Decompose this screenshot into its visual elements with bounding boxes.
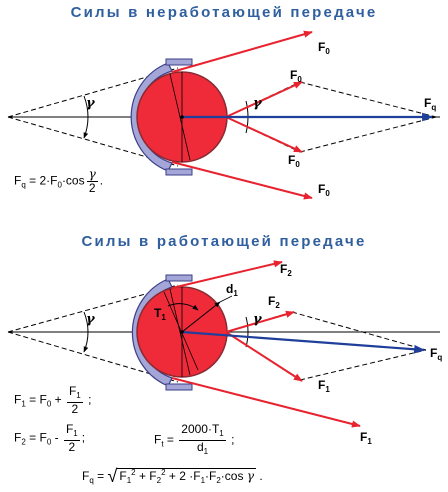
title-top: Силы в неработающей передаче (70, 4, 378, 21)
label-f0-lower: F0 (318, 182, 330, 198)
label-f0-mid-up: F0 (290, 68, 302, 84)
bottom-belt-clip-upper (165, 274, 193, 282)
label-f0-upper: F0 (318, 40, 330, 56)
top-force-arrow-mid-up (225, 81, 303, 118)
label-f2-mid: F2 (268, 294, 280, 310)
label-gamma-bottom-right: γ (253, 312, 262, 327)
torque-arc (167, 303, 199, 311)
diameter-line (181, 301, 221, 333)
label-f0-mid-down: F0 (288, 153, 300, 169)
top-diagram (7, 30, 440, 200)
label-f2-upper: F2 (280, 262, 292, 278)
bottom-diagram (7, 260, 440, 428)
title-bottom: Силы в работающей передаче (81, 233, 367, 250)
top-gamma-arc-left (83, 95, 89, 139)
bottom-force-arrow-f1-lower (171, 377, 361, 428)
bottom-force-arrow-f2-upper (171, 260, 283, 289)
top-force-arrow-lower (171, 161, 313, 200)
bottom-force-arrow-f1-mid (225, 331, 303, 382)
label-d1: d1 (226, 282, 238, 298)
top-force-arrow-mid-down (225, 116, 303, 153)
label-fq-bottom: Fq (430, 346, 443, 362)
label-gamma-top-left: γ (86, 96, 95, 111)
bottom-belt-clip-lower (165, 383, 193, 391)
label-f1-mid: F1 (318, 378, 330, 394)
top-belt-clip-upper (165, 58, 193, 66)
top-force-arrow-upper (171, 30, 313, 73)
label-gamma-bottom-left: γ (86, 312, 95, 327)
formula-fq-bottom: Fq = √F12 + F22 + 2 ·F1·F2·cos γ . (82, 466, 263, 486)
top-belt-clip-lower (165, 168, 193, 176)
label-f1-lower: F1 (360, 430, 372, 446)
bottom-gamma-arc-left (83, 311, 89, 353)
bottom-result-arrow (181, 330, 426, 354)
label-t1: T1 (154, 306, 166, 322)
label-fq-top: Fq (424, 96, 437, 112)
bottom-force-arrow-f2-mid (225, 310, 295, 333)
sqrt-sign: √ (107, 466, 118, 486)
label-gamma-top-right: γ (253, 96, 262, 111)
